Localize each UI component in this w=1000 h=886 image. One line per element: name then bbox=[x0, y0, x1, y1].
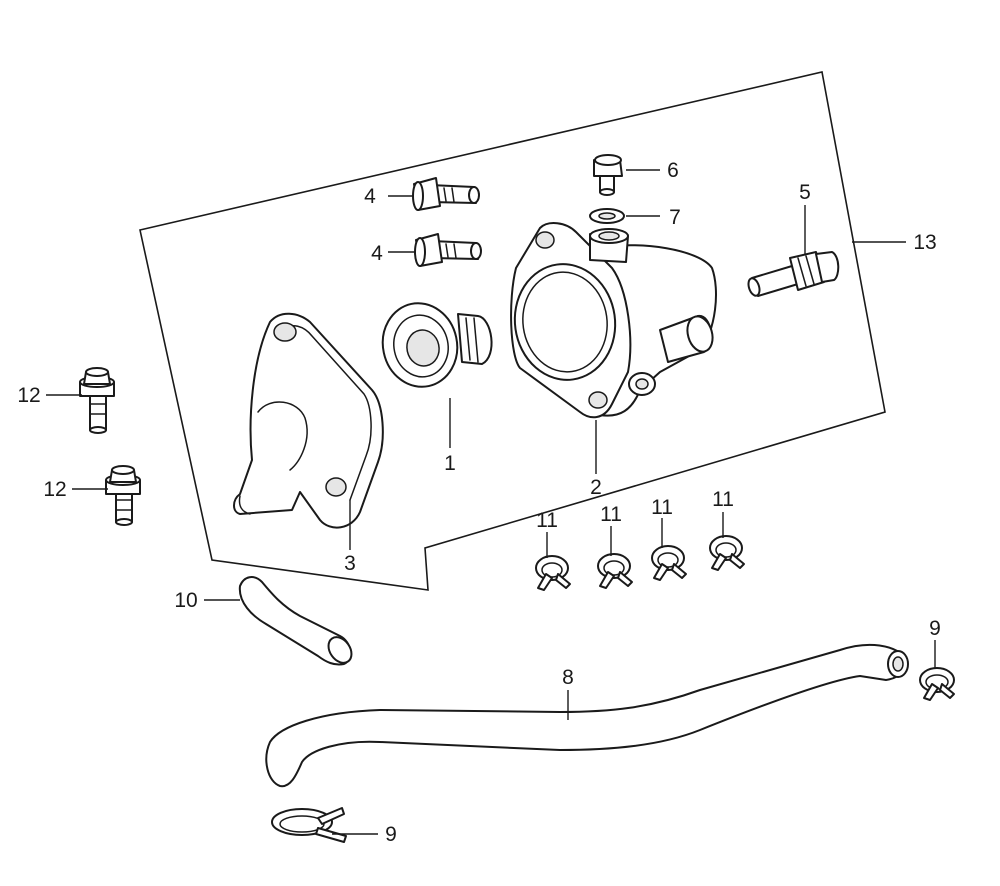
part-6-bolt[interactable] bbox=[593, 154, 623, 196]
callout-6: 6 bbox=[667, 159, 679, 182]
callout-9-bottom: 9 bbox=[385, 823, 397, 846]
part-12-bolt-lower[interactable] bbox=[105, 465, 141, 526]
callout-labels: 1 2 3 4 4 5 6 7 8 9 9 10 11 11 11 11 12 … bbox=[17, 159, 941, 846]
callout-7: 7 bbox=[669, 206, 681, 229]
callout-12-lower: 12 bbox=[43, 478, 66, 501]
leader-lines bbox=[46, 169, 936, 835]
part-7-washer[interactable] bbox=[589, 208, 625, 224]
callout-11-3: 11 bbox=[651, 496, 673, 519]
part-4-bolt-upper[interactable] bbox=[412, 177, 480, 211]
callout-9-right: 9 bbox=[929, 617, 941, 640]
callout-1: 1 bbox=[444, 452, 456, 475]
assembly-frame bbox=[139, 71, 886, 591]
callout-11-2: 11 bbox=[600, 503, 622, 526]
callout-11-1: 11 bbox=[536, 509, 558, 532]
callout-4-upper: 4 bbox=[364, 185, 376, 208]
part-11-clamp-3[interactable] bbox=[651, 545, 687, 581]
part-8-long-hose[interactable] bbox=[265, 643, 909, 788]
part-10-short-hose[interactable] bbox=[238, 576, 356, 667]
part-11-clamp-4[interactable] bbox=[709, 535, 745, 571]
part-11-clamp-1[interactable] bbox=[535, 555, 571, 591]
callout-4-lower: 4 bbox=[371, 242, 383, 265]
callout-5: 5 bbox=[799, 181, 811, 204]
part-9-clamp-bottom[interactable] bbox=[271, 807, 347, 843]
callout-10: 10 bbox=[174, 589, 197, 612]
part-1-thermostat[interactable] bbox=[375, 296, 493, 394]
part-3-water-outlet[interactable] bbox=[233, 312, 384, 529]
part-4-bolt-lower[interactable] bbox=[414, 233, 482, 267]
callout-13: 13 bbox=[913, 231, 936, 254]
callout-3: 3 bbox=[344, 552, 356, 575]
part-11-clamp-2[interactable] bbox=[597, 553, 633, 589]
callout-11-4: 11 bbox=[712, 488, 734, 511]
callout-2: 2 bbox=[590, 476, 602, 499]
part-12-bolt-upper[interactable] bbox=[79, 367, 115, 434]
part-2-thermostat-housing[interactable] bbox=[507, 222, 717, 419]
callout-12-upper: 12 bbox=[17, 384, 40, 407]
part-5-temperature-sensor[interactable] bbox=[746, 251, 840, 297]
part-9-clamp-right[interactable] bbox=[919, 667, 955, 701]
callout-8: 8 bbox=[562, 666, 574, 689]
